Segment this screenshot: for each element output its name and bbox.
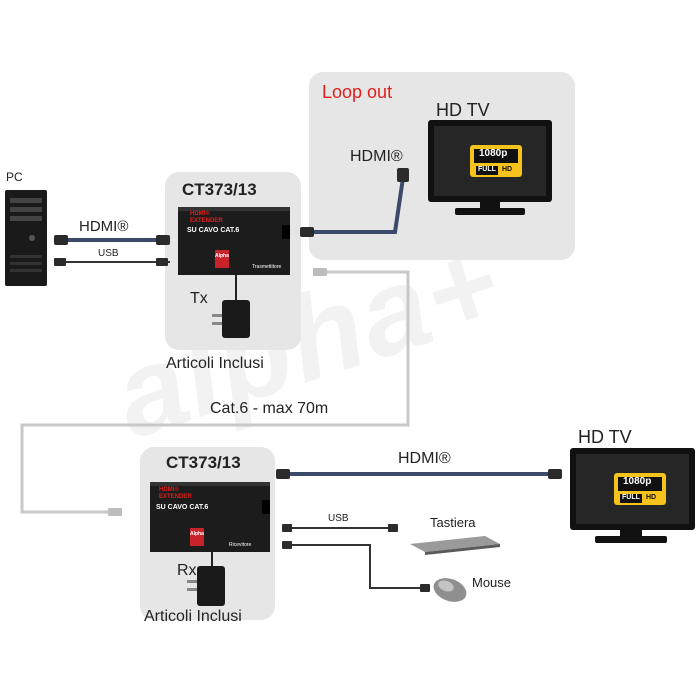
pc-usb-plug-right: [156, 258, 168, 266]
loop-out-plug-left: [300, 227, 314, 237]
transmitter-power-adapter-icon: [212, 300, 250, 338]
transmitter-device-line1: HDMI®: [190, 211, 210, 217]
loop-out-title: Loop out: [322, 82, 393, 102]
rx-hdmi-plug-left: [276, 469, 290, 479]
receiver-device-line2: EXTENDER: [159, 494, 192, 500]
rx-mouse-cable: [285, 544, 430, 589]
receiver-role-label: Ricevitore: [229, 542, 252, 548]
rx-usb-plug-left: [282, 524, 292, 532]
rx-mouse-plug-right: [420, 584, 430, 592]
receiver-port-label: Rx: [177, 562, 197, 579]
rx-hdmi-label: HDMI®: [398, 450, 451, 467]
transmitter-included-label: Articoli Inclusi: [166, 355, 264, 372]
remote-badge-full: FULL: [622, 494, 640, 501]
transmitter-device-line3: SU CAVO CAT.6: [187, 227, 240, 234]
pc-label: PC: [6, 170, 23, 184]
rx-usb-plug-right: [388, 524, 398, 532]
transmitter-role-label: Trasmettitore: [252, 264, 282, 270]
receiver-power-adapter-icon: [187, 566, 225, 606]
loop-out-tv-badge: [470, 145, 522, 177]
transmitter-device: [178, 207, 290, 275]
loop-out-hdmi-cable: [300, 177, 405, 234]
transmitter-device-line2: EXTENDER: [190, 218, 223, 224]
pc-usb-plug-left: [54, 258, 66, 266]
loop-out-badge-hd: HD: [502, 166, 513, 173]
cat6-plug-top: [313, 268, 327, 276]
remote-badge-hd: HD: [646, 494, 657, 501]
receiver-logo: Alpha: [190, 531, 204, 537]
rx-mouse-plug-left: [282, 541, 292, 549]
remote-tv-badge: [614, 473, 666, 505]
rx-hdmi-plug-right: [548, 469, 562, 479]
transmitter-model-label: CT373/13: [182, 180, 257, 199]
loop-out-tv-label: HD TV: [436, 100, 490, 120]
pc-hdmi-plug-right: [156, 235, 170, 245]
rx-usb-label: USB: [328, 513, 349, 524]
loop-out-plug-right: [397, 168, 409, 182]
remote-tv-icon: [570, 448, 695, 543]
cat6-plug-bottom: [108, 508, 122, 516]
transmitter-logo: Alpha: [215, 253, 229, 259]
loop-out-badge-resolution: 1080p: [479, 148, 508, 159]
keyboard-label: Tastiera: [430, 515, 476, 530]
loop-out-hdmi-label: HDMI®: [350, 148, 403, 165]
pc-tower-icon: [5, 190, 47, 286]
mouse-label: Mouse: [472, 575, 512, 590]
cat6-label: Cat.6 - max 70m: [210, 400, 329, 417]
pc-usb-label: USB: [98, 248, 119, 259]
pc-hdmi-label: HDMI®: [79, 218, 129, 235]
receiver-device-line3: SU CAVO CAT.6: [156, 504, 209, 511]
keyboard-icon: [410, 536, 500, 555]
loop-out-badge-full: FULL: [478, 166, 496, 173]
receiver-model-label: CT373/13: [166, 453, 241, 472]
receiver-device-line1: HDMI®: [159, 487, 179, 493]
remote-badge-resolution: 1080p: [623, 476, 652, 487]
transmitter-port-label: Tx: [190, 290, 208, 307]
pc-hdmi-plug-left: [54, 235, 68, 245]
receiver-device: [150, 482, 270, 552]
mouse-icon: [433, 578, 467, 602]
cat6-cable: [20, 270, 410, 514]
remote-tv-label: HD TV: [578, 427, 632, 447]
receiver-included-label: Articoli Inclusi: [144, 608, 242, 625]
